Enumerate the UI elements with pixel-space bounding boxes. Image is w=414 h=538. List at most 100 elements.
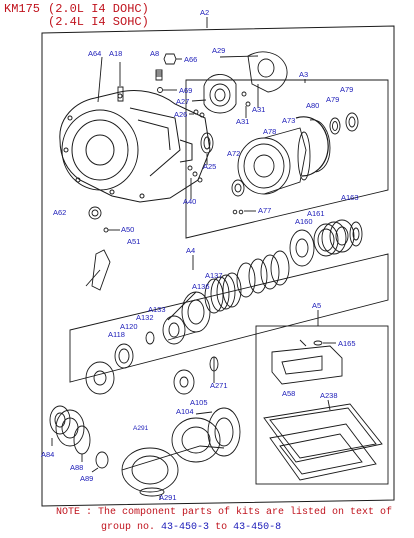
callout-a165[interactable]: A165 bbox=[338, 339, 356, 348]
assembly-a3-outline bbox=[185, 79, 389, 239]
gear-a160 bbox=[289, 229, 315, 267]
discs-a4 bbox=[236, 250, 290, 298]
callout-a291-1[interactable]: A291 bbox=[133, 425, 149, 432]
callout-a31-1[interactable]: A31 bbox=[252, 105, 266, 114]
callout-a118[interactable]: A118 bbox=[108, 330, 125, 339]
assembly-a5-outline bbox=[255, 325, 389, 485]
ring-a271 bbox=[209, 356, 219, 383]
pins-a77 bbox=[232, 209, 256, 215]
ring-a79-2 bbox=[345, 112, 359, 132]
drain-plug-a18 bbox=[117, 62, 124, 102]
ring-a88 bbox=[73, 425, 91, 462]
callout-a84[interactable]: A84 bbox=[41, 450, 55, 459]
callout-a51[interactable]: A51 bbox=[127, 237, 141, 246]
note-ref-start[interactable]: 43-450-3 bbox=[161, 522, 210, 533]
clutch-a84 bbox=[49, 405, 85, 447]
nut-a66 bbox=[163, 53, 182, 65]
pin-a69 bbox=[157, 87, 177, 93]
callout-a3[interactable]: A3 bbox=[299, 70, 309, 79]
callout-a5[interactable]: A5 bbox=[312, 301, 322, 310]
callout-a62[interactable]: A62 bbox=[53, 208, 67, 217]
seal-a25 bbox=[200, 132, 214, 165]
callout-a66[interactable]: A66 bbox=[184, 55, 198, 64]
transmission-case bbox=[59, 90, 211, 203]
callout-a89[interactable]: A89 bbox=[80, 474, 94, 483]
shaft-a51 bbox=[85, 249, 111, 291]
gear-a4-main bbox=[85, 361, 115, 395]
callout-a161[interactable]: A161 bbox=[307, 209, 325, 218]
engine-variant-1: (2.0L I4 DOHC) bbox=[48, 2, 149, 16]
callout-a40[interactable]: A40 bbox=[183, 197, 197, 206]
snap-ring-a73 bbox=[295, 116, 329, 177]
callout-a136[interactable]: A136 bbox=[192, 282, 210, 291]
note-ref-end[interactable]: 43-450-8 bbox=[233, 522, 282, 533]
callout-a271[interactable]: A271 bbox=[210, 381, 228, 390]
piston-a80 bbox=[309, 119, 331, 173]
engine-variant-2: (2.4L I4 SOHC) bbox=[48, 15, 149, 29]
callout-a133[interactable]: A133 bbox=[148, 305, 166, 314]
pump-body-a27 bbox=[191, 74, 237, 114]
seal-a72 bbox=[231, 179, 245, 197]
callout-a79-1[interactable]: A79 bbox=[340, 85, 354, 94]
callout-a25[interactable]: A25 bbox=[203, 162, 217, 171]
gasket-a58 bbox=[263, 403, 383, 463]
callout-a80[interactable]: A80 bbox=[306, 101, 320, 110]
callout-a88[interactable]: A88 bbox=[70, 463, 84, 472]
callout-a137[interactable]: A137 bbox=[205, 271, 223, 280]
drum-a104 bbox=[121, 417, 225, 493]
callout-a291-2[interactable]: A291 bbox=[159, 493, 177, 502]
callout-a2[interactable]: A2 bbox=[200, 8, 210, 17]
footer-note-line2: group no. 43-450-3 to 43-450-8 bbox=[101, 523, 281, 533]
ring-a163 bbox=[349, 221, 363, 247]
drum-a105 bbox=[195, 407, 241, 457]
callout-a8[interactable]: A8 bbox=[150, 49, 160, 58]
gear-small-a4 bbox=[173, 369, 195, 395]
callout-a77[interactable]: A77 bbox=[258, 206, 272, 215]
ring-a79-1 bbox=[329, 117, 341, 135]
callout-a163[interactable]: A163 bbox=[341, 193, 359, 202]
note-text-1: NOTE : The component parts of kits are l… bbox=[56, 507, 393, 518]
callout-a120[interactable]: A120 bbox=[120, 322, 138, 331]
ring-a291 bbox=[139, 487, 165, 500]
callout-a238[interactable]: A238 bbox=[320, 391, 338, 400]
pins-a50 bbox=[103, 227, 120, 233]
callout-a31-2[interactable]: A31 bbox=[236, 117, 250, 126]
note-group-prefix: group no. bbox=[101, 522, 156, 533]
callout-a58[interactable]: A58 bbox=[282, 389, 296, 398]
callout-a4[interactable]: A4 bbox=[186, 246, 196, 255]
seal-a62 bbox=[88, 206, 102, 220]
callout-a72[interactable]: A72 bbox=[227, 149, 241, 158]
assembly-a2-outline bbox=[41, 25, 395, 507]
callout-a79-2[interactable]: A79 bbox=[326, 95, 340, 104]
pins-a26 bbox=[189, 109, 205, 118]
callout-a29[interactable]: A29 bbox=[212, 46, 226, 55]
model-code: KM175 bbox=[4, 2, 41, 16]
callout-a64[interactable]: A64 bbox=[88, 49, 102, 58]
bolts-a31 bbox=[241, 91, 251, 118]
callout-a50[interactable]: A50 bbox=[121, 225, 135, 234]
callout-a160[interactable]: A160 bbox=[295, 217, 313, 226]
callout-a78[interactable]: A78 bbox=[263, 127, 277, 136]
plug-a8 bbox=[155, 69, 163, 81]
leader-a64 bbox=[97, 56, 103, 103]
callout-a18[interactable]: A18 bbox=[109, 49, 123, 58]
bolts-a40 bbox=[187, 165, 203, 199]
bearing-a118 bbox=[114, 343, 134, 369]
pin-a165 bbox=[313, 340, 336, 346]
callout-a27[interactable]: A27 bbox=[176, 97, 190, 106]
valve-body-a5 bbox=[271, 339, 343, 385]
callout-a73[interactable]: A73 bbox=[282, 116, 296, 125]
bearing-a89 bbox=[91, 451, 109, 473]
callout-a69[interactable]: A69 bbox=[179, 86, 193, 95]
assembly-a4-outline bbox=[69, 253, 389, 383]
oil-pan-a238 bbox=[269, 399, 377, 481]
note-to: to bbox=[215, 522, 228, 533]
planetary-a120 bbox=[145, 315, 186, 345]
callout-a105[interactable]: A105 bbox=[190, 398, 208, 407]
footer-note-line1: NOTE : The component parts of kits are l… bbox=[56, 508, 392, 518]
callout-a26[interactable]: A26 bbox=[174, 110, 188, 119]
clutch-pack-a161 bbox=[313, 219, 355, 257]
callout-a132[interactable]: A132 bbox=[136, 313, 154, 322]
callout-a104[interactable]: A104 bbox=[176, 407, 194, 416]
